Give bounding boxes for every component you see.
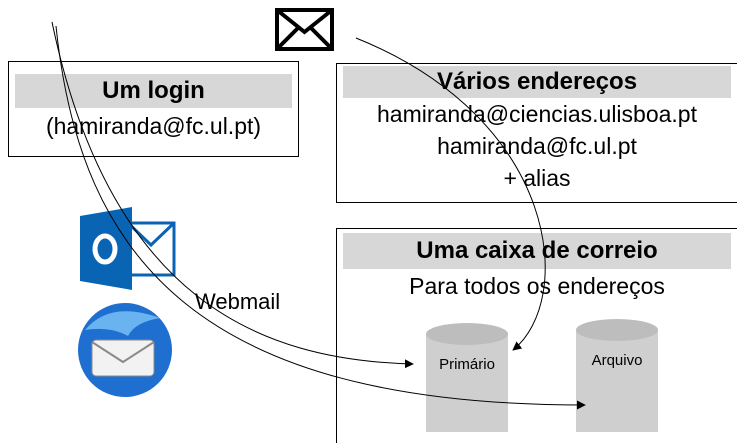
archive-label: Arquivo	[591, 352, 643, 369]
address-line: hamiranda@fc.ul.pt	[437, 133, 637, 159]
address-line: + alias	[503, 165, 571, 191]
address-line: hamiranda@ciencias.ulisboa.pt	[377, 101, 697, 127]
outlook-icon	[80, 207, 176, 290]
login-box: Um login (hamiranda@fc.ul.pt)	[8, 61, 299, 157]
primary-label: Primário	[439, 356, 495, 373]
diagram-graphics	[51, 8, 658, 432]
arrow-login-to-archive	[55, 25, 586, 410]
mailbox-box: Uma caixa de correio Para todos os ender…	[336, 228, 737, 443]
envelope-icon	[275, 8, 334, 51]
addresses-title: Vários endereços	[343, 66, 731, 98]
primary-storage-cylinder	[426, 323, 508, 432]
thunderbird-icon	[78, 303, 172, 397]
arrow-login-to-primary	[51, 21, 414, 369]
mailbox-subtitle: Para todos os endereços	[409, 273, 665, 299]
login-title: Um login	[15, 74, 292, 108]
addresses-box: Vários endereços hamiranda@ciencias.ulis…	[336, 63, 737, 203]
mailbox-title: Uma caixa de correio	[343, 233, 731, 269]
arrow-envelope-to-primary	[355, 37, 546, 351]
webmail-label: Webmail	[195, 289, 281, 314]
archive-storage-cylinder	[576, 319, 658, 432]
